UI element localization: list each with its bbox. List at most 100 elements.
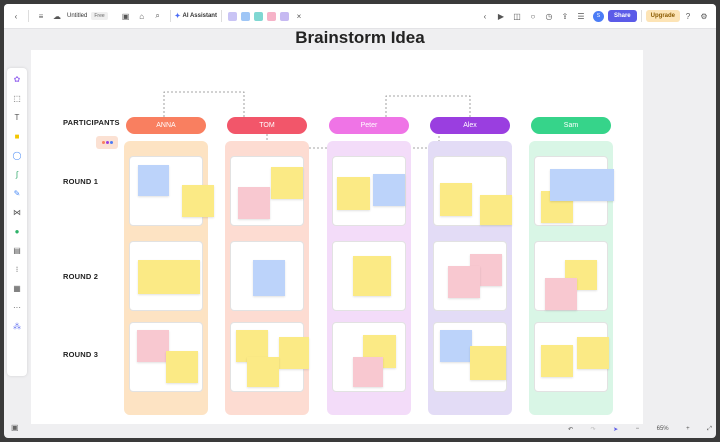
cell-alex-round-3[interactable] — [433, 322, 507, 392]
timer-icon[interactable]: ◷ — [545, 11, 553, 21]
sticky-note[interactable] — [166, 351, 198, 383]
sticky-note[interactable] — [545, 278, 577, 310]
frame-icon[interactable]: ⬚ — [13, 93, 21, 103]
cell-peter-round-3[interactable] — [332, 322, 406, 392]
sticky-note[interactable] — [480, 195, 512, 225]
sticky-note[interactable] — [238, 187, 270, 219]
template-icon[interactable] — [227, 11, 237, 21]
sticky-note[interactable] — [138, 260, 200, 294]
cell-alex-round-2[interactable] — [433, 241, 507, 311]
play-icon[interactable]: ▶ — [497, 11, 505, 21]
sticky-note[interactable] — [577, 337, 609, 369]
sticker-icon[interactable]: ● — [14, 226, 20, 236]
participant-pill-tom[interactable]: TOM — [227, 117, 307, 134]
cell-peter-round-1[interactable] — [332, 156, 406, 226]
sticky-note[interactable] — [247, 357, 279, 387]
undo-icon[interactable]: ↶ — [568, 426, 574, 433]
sticky-note[interactable] — [279, 337, 309, 369]
logo-icon: ✿ — [13, 74, 21, 84]
user-avatar[interactable]: S — [592, 10, 604, 22]
board-title: Brainstorm Idea — [295, 28, 425, 47]
cell-tom-round-3[interactable] — [230, 322, 309, 392]
sticky-note[interactable] — [271, 167, 303, 199]
sticky-note[interactable] — [138, 165, 169, 196]
mindmap-icon[interactable]: ⋈ — [13, 207, 21, 217]
text-icon[interactable]: T — [14, 112, 20, 122]
cell-peter-round-2[interactable] — [332, 241, 406, 311]
share-button[interactable]: Share — [607, 10, 637, 22]
flow-icon[interactable] — [253, 11, 263, 21]
pointer-icon[interactable]: ➤ — [613, 426, 619, 433]
document-name[interactable]: Untitled — [67, 13, 88, 19]
collapse-icon[interactable]: ‹ — [483, 11, 487, 21]
export-icon[interactable]: ⇪ — [561, 11, 569, 21]
back-icon[interactable]: ‹ — [14, 11, 18, 21]
cell-alex-round-1[interactable] — [433, 156, 512, 226]
round-2-label: ROUND 2 — [63, 272, 99, 281]
cell-tom-round-2[interactable] — [230, 241, 304, 311]
comment-tool-icon[interactable]: ▦ — [13, 283, 21, 293]
round-3-label: ROUND 3 — [63, 350, 99, 359]
sticky-note[interactable] — [137, 330, 169, 362]
zoom-out-icon[interactable]: − — [635, 426, 640, 432]
settings-icon[interactable]: ⚙ — [700, 11, 708, 21]
sticky-note[interactable] — [353, 256, 391, 296]
search-icon[interactable]: ⌕ — [155, 11, 160, 20]
fit-screen-icon[interactable]: ⤢ — [707, 425, 712, 432]
help-icon[interactable]: ? — [685, 11, 691, 21]
sticky-note[interactable] — [253, 260, 285, 296]
cell-sam-round-3[interactable] — [534, 322, 609, 392]
apps-icon[interactable]: ⁂ — [13, 321, 21, 331]
sticky-note[interactable] — [236, 330, 268, 362]
zoom-bar: ↶ ↷ ➤ − 65% + ⤢ — [568, 421, 712, 437]
sticky-note[interactable] — [541, 345, 573, 377]
layers-icon[interactable]: ☰ — [577, 11, 585, 21]
table-tool-icon[interactable]: ▤ — [13, 245, 21, 255]
avatar-dot — [101, 141, 105, 144]
tag-icon[interactable]: ⌂ — [139, 11, 145, 21]
close-panel-icon[interactable]: × — [296, 11, 302, 21]
toolbar-divider — [169, 10, 171, 22]
zoom-level[interactable]: 65% — [656, 426, 669, 432]
sticky-note[interactable] — [470, 346, 506, 380]
image-icon[interactable] — [240, 11, 250, 21]
cell-anna-round-1[interactable] — [129, 156, 214, 226]
round-1-label: ROUND 1 — [63, 177, 99, 186]
cell-sam-round-1[interactable] — [534, 156, 614, 226]
sticky-note[interactable] — [550, 169, 614, 201]
app-window: ‹ ≡ ☁ Untitled Free ▣ ⌂ ⌕ ✦ AI Assistant… — [4, 4, 716, 438]
menu-icon[interactable]: ≡ — [38, 11, 44, 21]
connector-icon[interactable]: ∫ — [15, 169, 19, 179]
sticky-note[interactable] — [182, 185, 214, 217]
cell-sam-round-2[interactable] — [534, 241, 608, 311]
participant-pill-anna[interactable]: ANNA — [126, 117, 206, 134]
sticky-note[interactable] — [440, 330, 472, 362]
sticky-note[interactable] — [353, 357, 383, 387]
participant-pill-alex[interactable]: Alex — [430, 117, 510, 134]
table-icon[interactable] — [279, 11, 289, 21]
zoom-in-icon[interactable]: + — [686, 426, 690, 432]
sticky-note[interactable] — [440, 183, 472, 216]
cell-anna-round-3[interactable] — [129, 322, 203, 392]
comment-icon[interactable]: ◫ — [513, 11, 521, 21]
ai-assistant-button[interactable]: ✦ AI Assistant — [175, 12, 217, 20]
sticky-note[interactable] — [373, 174, 405, 206]
minimap-icon[interactable]: ▣ — [11, 423, 19, 432]
redo-icon[interactable]: ↷ — [590, 426, 596, 433]
list-icon[interactable]: ⁝ — [15, 264, 19, 274]
cell-anna-round-2[interactable] — [129, 241, 203, 311]
upgrade-button[interactable]: Upgrade — [645, 10, 680, 22]
cell-tom-round-1[interactable] — [230, 156, 304, 226]
pen-icon[interactable]: ✎ — [13, 188, 21, 198]
chat-icon[interactable]: ○ — [530, 11, 536, 21]
avatar-dot — [109, 141, 113, 144]
participant-pill-peter[interactable]: Peter — [329, 117, 409, 134]
present-icon[interactable]: ▣ — [121, 11, 130, 21]
sticky-note-icon[interactable]: ■ — [14, 131, 20, 141]
sticky-note[interactable] — [448, 266, 480, 298]
shape-icon[interactable]: ◯ — [12, 150, 22, 160]
note-icon[interactable] — [266, 11, 276, 21]
sticky-note[interactable] — [337, 177, 370, 210]
more-icon[interactable]: ··· — [13, 302, 21, 312]
participant-pill-sam[interactable]: Sam — [531, 117, 611, 134]
